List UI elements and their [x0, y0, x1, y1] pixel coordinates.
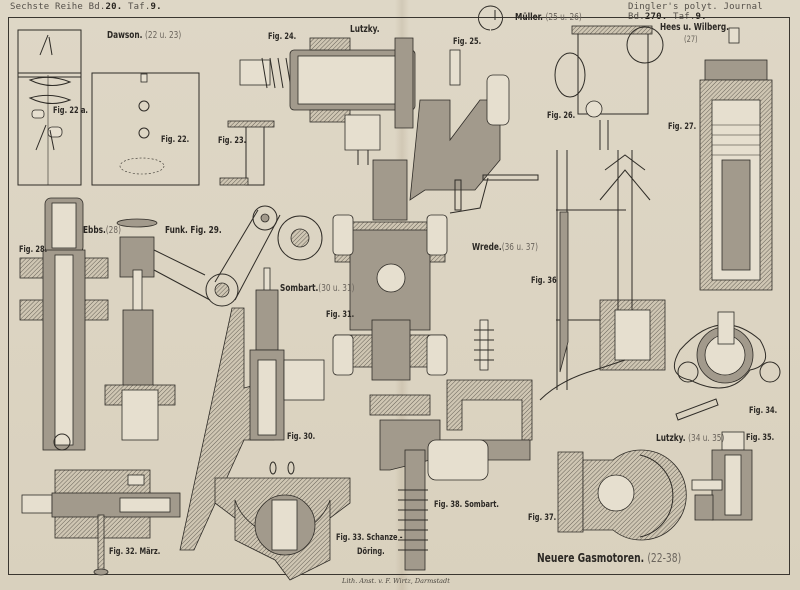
fig-31-drawing — [332, 159, 448, 381]
caption-fig-37: Fig. 37. — [528, 513, 557, 523]
fig-24-drawing — [239, 37, 416, 165]
caption-fig-31: Fig. 31. — [326, 310, 355, 320]
volume-prefix: Bd. — [88, 2, 106, 12]
inventor-sombart: Sombart.(30 u. 31) — [280, 283, 355, 294]
inventor-hees-wilberg-figs: (27) — [684, 35, 698, 45]
inventor-hees-wilberg: Hees u. Wilberg. — [660, 22, 729, 33]
caption-fig-34: Fig. 34. — [749, 406, 778, 416]
fig-27-drawing — [699, 27, 773, 291]
inventor-name: Müller. — [515, 12, 543, 23]
inventor-name: Lutzky. — [350, 24, 380, 35]
caption-fig-38: Fig. 38. Sombart. — [434, 500, 499, 510]
fig-37-drawing — [557, 449, 687, 541]
inventor-lutzky-34: Lutzky. (34 u. 35) — [656, 433, 724, 444]
volume-number: 20. — [105, 2, 123, 12]
inventor-funk: Funk. Fig. 29. — [165, 225, 222, 236]
caption-fig-33-line2: Döring. — [357, 547, 385, 557]
caption-fig-23: Fig. 23. — [218, 136, 247, 146]
inventor-figs: (25 u. 26) — [545, 12, 582, 23]
inventor-name: Sombart. — [280, 283, 319, 294]
caption-fig-32: Fig. 32. März. — [109, 547, 161, 557]
caption-fig-30: Fig. 30. — [287, 432, 316, 442]
plate-title-range: (22-38) — [647, 551, 682, 565]
inventor-ebbs: Ebbs.(28) — [83, 225, 121, 236]
inventor-lutzky-24: Lutzky. — [350, 24, 380, 35]
plate-title: Neuere Gasmotoren. (22-38) — [537, 551, 681, 565]
fig-25-drawing — [409, 5, 539, 214]
fig-36-drawing — [539, 150, 666, 401]
fig-35-drawing — [691, 431, 753, 521]
header-left: Sechste Reihe Bd.20. Taf.9. — [10, 2, 162, 12]
fig-28-drawing — [19, 197, 109, 451]
inventor-figs: (36 u. 37) — [501, 242, 538, 253]
inventor-figs: (30 u. 31) — [318, 283, 355, 294]
fig-33-drawing — [214, 461, 351, 581]
inventor-dawson: Dawson. (22 u. 23) — [107, 30, 181, 41]
inventor-name: Dawson. — [107, 30, 143, 41]
inventor-wrede: Wrede.(36 u. 37) — [472, 242, 538, 253]
caption-fig-36: Fig. 36 — [531, 276, 557, 286]
caption-fig-28: Fig. 28. — [19, 245, 48, 255]
lithographer-imprint: Lith. Anst. v. F. Wirtz, Darmstadt — [342, 577, 450, 585]
caption-fig-33-line1: Fig. 33. Schanze - — [336, 533, 403, 543]
fig-32-drawing — [21, 469, 181, 576]
caption-fig-26: Fig. 26. — [547, 111, 576, 121]
plate-frame — [8, 17, 790, 575]
fig-26-drawing — [554, 25, 664, 150]
caption-fig-24: Fig. 24. — [268, 32, 297, 42]
series-label: Sechste Reihe — [10, 2, 84, 12]
inventor-name: Lutzky. — [656, 433, 686, 444]
inventor-figs: (34 u. 35) — [688, 433, 725, 444]
inventor-name: Hees u. Wilberg. — [660, 22, 729, 33]
fig-22a-drawing — [17, 29, 82, 186]
fig-22-drawing — [91, 72, 200, 186]
plate-number: 9. — [150, 2, 162, 12]
caption-fig-22a: Fig. 22 a. — [53, 106, 88, 116]
inventor-figs: (28) — [105, 225, 121, 236]
caption-fig-22: Fig. 22. — [161, 135, 190, 145]
fig-23-drawing — [219, 120, 275, 186]
caption-fig-27: Fig. 27. — [668, 122, 697, 132]
plate-title-text: Neuere Gasmotoren. — [537, 551, 645, 565]
inventor-figs: Fig. 29. — [190, 225, 222, 236]
caption-fig-25: Fig. 25. — [453, 37, 482, 47]
journal-name: Dingler's polyt. Journal — [628, 2, 763, 12]
inventor-name: Wrede. — [472, 242, 502, 253]
plate-prefix: Taf. — [128, 2, 151, 12]
inventor-mueller: Müller. (25 u. 26) — [515, 12, 582, 23]
inventor-figs: (22 u. 23) — [145, 30, 182, 41]
inventor-name: Funk. — [165, 225, 188, 236]
fig-29-drawing — [104, 205, 323, 441]
fig-34-drawing — [673, 311, 781, 421]
inventor-name: Ebbs. — [83, 225, 106, 236]
caption-fig-35: Fig. 35. — [746, 433, 775, 443]
fig-38-drawing — [369, 319, 533, 571]
fig-30-drawing — [179, 267, 325, 551]
